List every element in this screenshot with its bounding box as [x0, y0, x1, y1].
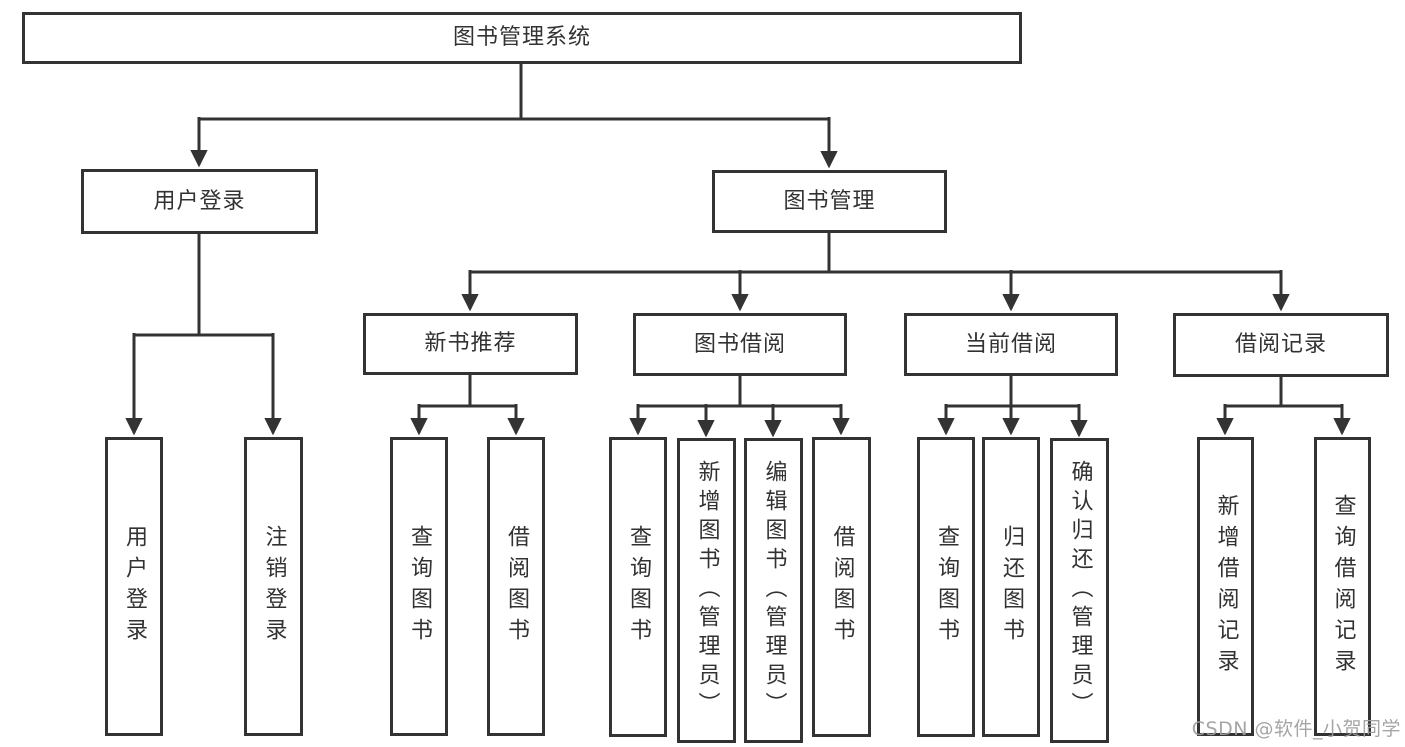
leaf-add-borrow-record: 新增借阅记录: [1197, 437, 1254, 736]
leaf-query-books-recommendation: 查询图书: [390, 437, 448, 736]
node-book-management: 图书管理: [712, 170, 947, 233]
leaf-borrow-books-recommendation: 借阅图书: [487, 437, 545, 736]
node-library-management-system: 图书管理系统: [22, 12, 1022, 64]
leaf-user-login: 用户登录: [105, 437, 163, 736]
leaf-query-borrow-record: 查询借阅记录: [1314, 437, 1371, 736]
connector-group-current-borrow: [937, 376, 1088, 438]
node-book-borrowing: 图书借阅: [633, 313, 847, 376]
connector-group-book-management: [461, 233, 1290, 312]
csdn-watermark: CSDN @软件_小贺同学: [1191, 718, 1401, 740]
connector-group-new-book: [410, 375, 525, 436]
leaf-query-books-current: 查询图书: [917, 437, 975, 737]
leaf-edit-books-admin: 编辑图书（管理员）: [744, 438, 803, 743]
leaf-borrow-books: 借阅图书: [812, 437, 871, 737]
connector-group-book-borrow: [629, 376, 850, 438]
node-new-book-recommendation: 新书推荐: [363, 313, 578, 375]
leaf-add-books-admin: 新增图书（管理员）: [677, 438, 736, 743]
node-borrowing-records: 借阅记录: [1173, 313, 1389, 377]
leaf-confirm-return-admin: 确认归还（管理员）: [1050, 438, 1109, 743]
leaf-return-books: 归还图书: [982, 437, 1040, 737]
node-user-login: 用户登录: [81, 169, 318, 234]
connector-group-root: [190, 64, 838, 169]
leaf-query-books-borrowing: 查询图书: [609, 437, 667, 737]
leaf-logout: 注销登录: [244, 437, 303, 736]
node-current-borrowing: 当前借阅: [904, 313, 1118, 376]
connector-group-borrow-records: [1216, 377, 1351, 436]
connector-group-user-login: [125, 234, 282, 436]
